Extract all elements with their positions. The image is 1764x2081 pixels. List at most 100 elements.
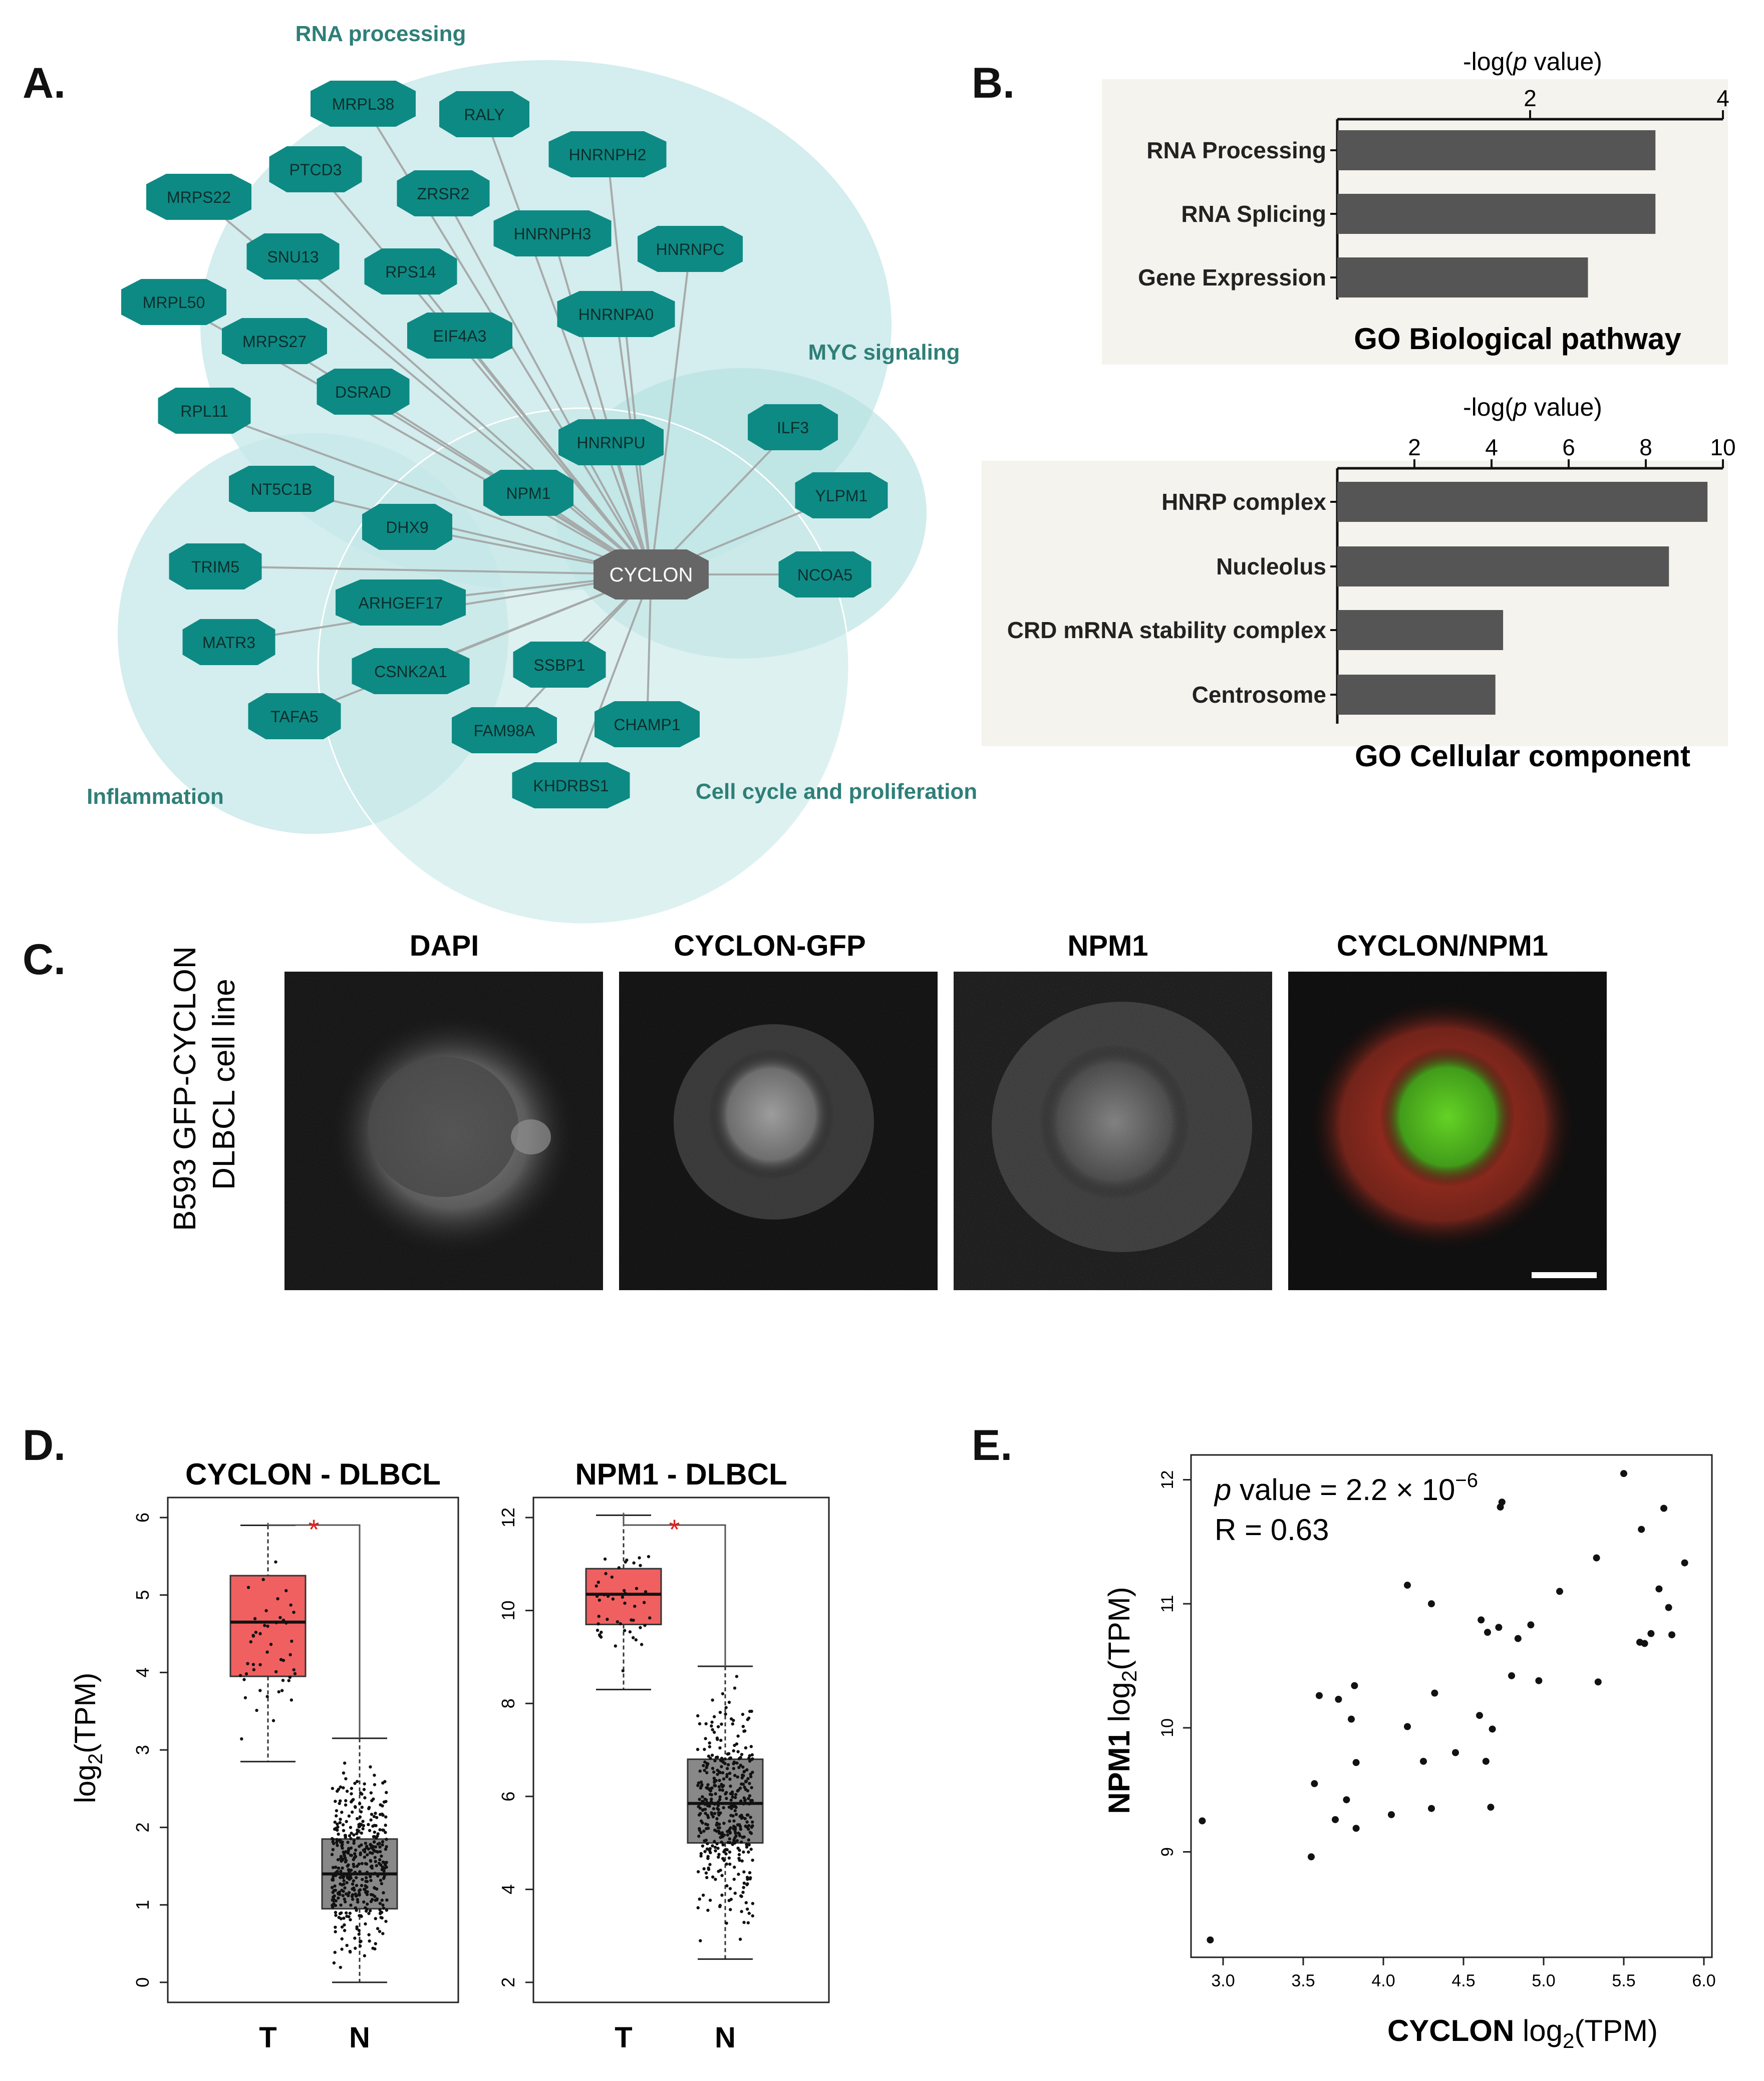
node-label: MRPL38 — [332, 95, 395, 113]
scatter-point — [1487, 1804, 1495, 1811]
sample-point — [736, 1775, 739, 1779]
node-shape — [407, 313, 512, 359]
sample-point — [336, 1858, 340, 1862]
sample-point — [728, 1756, 732, 1760]
sample-point — [750, 1786, 753, 1790]
sample-point — [749, 1848, 753, 1851]
node-label: SSBP1 — [533, 656, 585, 674]
sample-point — [342, 1829, 346, 1833]
group-label: N — [349, 2021, 370, 2054]
sample-point — [716, 1772, 719, 1776]
sample-point — [344, 1803, 348, 1807]
sample-point — [718, 1778, 721, 1782]
sample-point — [381, 1840, 385, 1844]
sample-point — [717, 1855, 720, 1859]
sample-point — [265, 1695, 269, 1698]
node-label: TAFA5 — [270, 708, 318, 726]
sample-point — [355, 1927, 359, 1931]
sample-point — [350, 1810, 354, 1814]
node-shape — [121, 279, 226, 325]
sample-point — [359, 1914, 363, 1918]
sample-point — [625, 1558, 629, 1562]
sample-point — [363, 1954, 367, 1958]
sample-point — [748, 1877, 752, 1881]
node-shape — [158, 388, 251, 434]
sample-point — [289, 1698, 293, 1702]
sample-point — [366, 1853, 369, 1857]
scatter-point — [1332, 1816, 1339, 1824]
y-tick-label: 1 — [132, 1900, 153, 1910]
sample-point — [384, 1800, 388, 1804]
sample-point — [726, 1752, 730, 1756]
sample-point — [748, 1709, 752, 1713]
sample-point — [348, 1834, 352, 1838]
network-node: HNRNPU — [558, 419, 664, 465]
scatter-point — [1514, 1635, 1522, 1642]
cell-line-label: B593 GFP-CYCLON DLBCL cell line — [168, 938, 241, 1231]
sample-point — [731, 1722, 734, 1726]
sample-point — [364, 1862, 368, 1866]
sample-point — [738, 1859, 741, 1862]
sample-point — [699, 1780, 703, 1784]
panel-b-label: B. — [972, 59, 1015, 107]
merge-image — [1288, 972, 1607, 1290]
sample-point — [343, 1897, 346, 1901]
boxplot-title: CYCLON - DLBCL — [185, 1457, 441, 1491]
scatter-point — [1311, 1780, 1318, 1788]
sample-point — [338, 1802, 341, 1805]
sample-point — [238, 1674, 242, 1677]
sample-point — [647, 1555, 651, 1559]
sample-point — [263, 1624, 266, 1627]
sample-point — [348, 1870, 351, 1874]
sample-point — [342, 1771, 346, 1775]
sample-point — [373, 1830, 377, 1834]
sample-point — [367, 1823, 370, 1827]
sample-point — [741, 1782, 745, 1786]
sample-point — [711, 1766, 715, 1770]
node-label: HNRNPU — [577, 434, 646, 452]
node-label: KHDRBS1 — [533, 777, 609, 795]
sample-point — [345, 1944, 349, 1947]
sample-point — [709, 1800, 713, 1804]
sample-point — [349, 1903, 353, 1907]
sample-point — [749, 1799, 753, 1803]
node-shape — [548, 131, 667, 177]
sample-point — [705, 1801, 709, 1805]
sample-point — [710, 1753, 714, 1757]
sample-point — [369, 1843, 372, 1847]
sample-point — [708, 1745, 712, 1748]
sample-point — [357, 1862, 361, 1866]
sample-point — [240, 1737, 243, 1741]
sample-point — [742, 1729, 746, 1733]
sample-point — [361, 1827, 365, 1831]
sample-point — [701, 1800, 704, 1803]
sample-point — [251, 1663, 255, 1666]
sample-point — [344, 1777, 348, 1780]
sample-point — [733, 1761, 736, 1764]
sample-point — [635, 1587, 639, 1590]
sample-point — [698, 1829, 702, 1832]
sample-point — [621, 1669, 625, 1673]
scatter-point — [1495, 1624, 1503, 1631]
sample-point — [638, 1556, 641, 1560]
sample-point — [355, 1779, 359, 1783]
sample-point — [617, 1566, 621, 1570]
sample-point — [341, 1894, 345, 1898]
node-shape — [362, 504, 452, 550]
node-shape — [595, 701, 700, 747]
sample-point — [737, 1873, 740, 1876]
sample-point — [340, 1925, 344, 1929]
box — [229, 1575, 307, 1677]
sample-point — [331, 1866, 335, 1869]
sample-point — [331, 1787, 335, 1791]
sample-point — [363, 1888, 367, 1892]
sample-point — [288, 1653, 292, 1657]
sample-point — [349, 1826, 353, 1829]
sample-point — [741, 1724, 745, 1728]
sample-point — [719, 1811, 722, 1815]
network-edge — [459, 335, 652, 575]
sample-point — [739, 1828, 743, 1831]
sample-point — [354, 1855, 358, 1859]
sample-point — [699, 1831, 703, 1835]
sample-point — [751, 1757, 754, 1760]
